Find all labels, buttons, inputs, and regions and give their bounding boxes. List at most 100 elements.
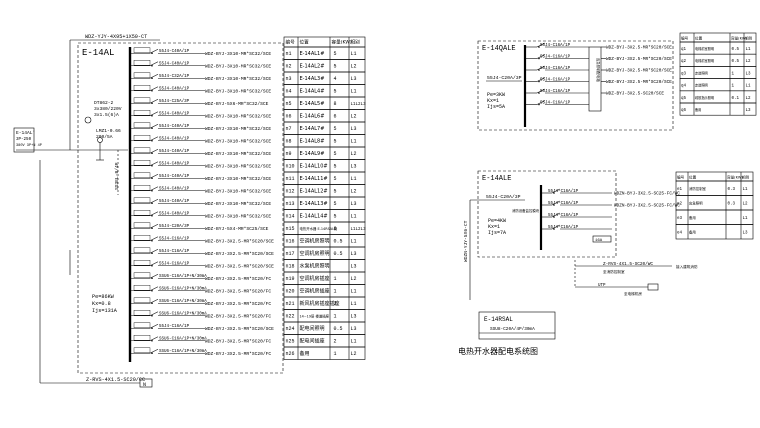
circuit-cable-label: WDZ-BYJ-3X2.5-MR*SC20/FC [205, 276, 271, 282]
qale-cell-location: 电梯前室照明 [695, 46, 714, 51]
table-cell-phase: L3 [351, 164, 357, 170]
qale-cell-phase: L1 [746, 48, 752, 52]
circuit-cable-label: WDZ-BYJ-5X6-MR*SC32/SCE [205, 101, 269, 107]
table-cell-no: n14 [286, 214, 295, 220]
breaker-contact [536, 65, 546, 71]
panel-name: E-14AL [82, 48, 114, 58]
breaker-symbol-icon [536, 88, 546, 94]
circuit-breaker-label: SSU6-C16A/1P+N/30mA [159, 349, 207, 354]
breaker-symbol-icon [149, 236, 159, 242]
breaker-symbol-icon [149, 298, 159, 305]
qale-cell-no: q6 [681, 109, 687, 113]
breaker-symbol-icon [149, 211, 159, 217]
ale-table-row [675, 224, 754, 240]
circuit-breaker-label: 55J4-C40A/1P [159, 87, 190, 92]
breaker-dot [151, 202, 153, 205]
circuit-cable-label: WDZ-BYJ-3X10-MR*SC32/SCE [205, 113, 271, 119]
incoming-breaker: 3P-250 [16, 138, 32, 142]
table-cell-location: E-14AL6# [300, 114, 325, 120]
ale-cell-kw: 0.3 [728, 188, 736, 192]
table-cell-kw: 0.5 [334, 326, 343, 332]
circuit-breaker-label: 55J4-C20A/3P [159, 224, 190, 229]
breaker-contact [536, 54, 546, 59]
table-cell-no: n17 [286, 251, 295, 257]
breaker-symbol-icon [149, 173, 159, 180]
breaker-rating-box [133, 147, 151, 153]
breaker-dot [151, 189, 153, 192]
breaker-contact [149, 311, 159, 317]
circuit-breaker-label: 55J4-C40A/1P [159, 162, 190, 167]
table-cell-no: n20 [286, 289, 295, 295]
breaker-dot [151, 139, 153, 142]
breaker-dot [151, 102, 153, 105]
table-cell-location: E-14AL3# [300, 76, 325, 82]
ale-pe-3: Ijs=7A [488, 230, 506, 236]
qale-pe-3: Ijs=5A [487, 104, 505, 110]
breaker-contact [149, 61, 159, 67]
breaker-symbol-icon [149, 148, 159, 155]
table-cell-kw: 5 [334, 164, 337, 170]
breaker-rating-box [133, 85, 151, 91]
rsal-panel-name: E-14RSAL [484, 316, 513, 323]
table-cell-no: n1 [286, 51, 292, 57]
qale-cell-kw: 0.5 [732, 48, 740, 52]
table-cell-location: E-14AL11# [300, 176, 328, 182]
qale-breaker-label: 55J4-C16A/1P [540, 43, 571, 48]
circuit-cable-label: WDZ-BYJ-3X10-MR*SC32/SCE [205, 188, 271, 194]
table-cell-no: n9 [286, 151, 292, 157]
table-cell-no: n6 [286, 114, 292, 120]
qale-pe-1: Pe=3KW [487, 92, 505, 98]
ale-side-note: 消防设备监控模块 [512, 208, 540, 213]
table-cell-no: n13 [286, 201, 295, 207]
qale-cell-location: 走道照明 [695, 70, 708, 75]
table-cell-no: n25 [286, 339, 295, 345]
circuit-breaker-label: 55J4-C40A/1P [159, 174, 190, 179]
breaker-contact [551, 200, 561, 206]
breaker-rating-box [133, 272, 151, 278]
qale-cell-phase: L3 [746, 109, 752, 113]
table-cell-phase: L3 [351, 126, 357, 132]
table-cell-location: E-14AL12# [300, 189, 328, 195]
breaker-dot [151, 339, 153, 342]
table-cell-location: 空调机房照明 [300, 250, 330, 257]
panel-e14qale [477, 40, 674, 131]
breaker-dot [151, 177, 153, 180]
table-header-cell: 相别 [351, 39, 361, 46]
circuit-breaker-label: 55J4-C40A/1P [159, 199, 190, 204]
qale-cell-kw: 0.5 [732, 60, 740, 64]
ale-cell-no: e1 [677, 188, 683, 192]
breaker-symbol-icon [551, 200, 561, 206]
table-cell-phase: L3 [351, 251, 357, 257]
circuit-cable-label: WDZ-BYJ-3X10-MR*SC32/SCE [205, 138, 271, 144]
table-cell-no: n15 [286, 226, 295, 232]
circuit-cable-label: WDZ-BYJ-3X10-MR*SC32/SCE [205, 51, 271, 57]
ale-table-row [675, 195, 754, 211]
table-cell-location: 配电间照明 [300, 325, 325, 332]
breaker-rating-box [133, 310, 151, 316]
breaker-contact [149, 73, 159, 79]
circuit-cable-label: WDZ-BYJ-3X10-MR*SC32/SCE [205, 176, 271, 182]
table-cell-phase: L1 [351, 176, 357, 182]
ale-table-header-cell: 位置 [689, 175, 697, 180]
table-cell-no: n19 [286, 276, 295, 282]
circuit-breaker-label: 55J4-C40A/1P [159, 187, 190, 192]
table-cell-location: E-14AL2# [300, 64, 325, 70]
table-cell-no: n24 [286, 326, 295, 332]
table-cell-kw: 5 [334, 176, 337, 182]
ale-control-cable: Z-RVS-4X1.5-SC20/WC [603, 262, 653, 267]
table-cell-kw: 8 [334, 101, 337, 107]
breaker-rating-box [133, 322, 151, 328]
breaker-contact [149, 198, 159, 204]
breaker-symbol-icon [149, 136, 159, 142]
qale-cell-kw: 1 [732, 85, 735, 89]
table-cell-kw: 5 [334, 201, 337, 207]
qale-cell-phase: L1 [746, 85, 752, 89]
table-cell-no: n8 [286, 139, 292, 145]
ale-breaker-label: 55J4-C16A/1P [548, 189, 579, 194]
table-cell-location: 14~19层 楼道插座 [300, 314, 330, 319]
table-cell-phase: L1 [351, 139, 357, 145]
